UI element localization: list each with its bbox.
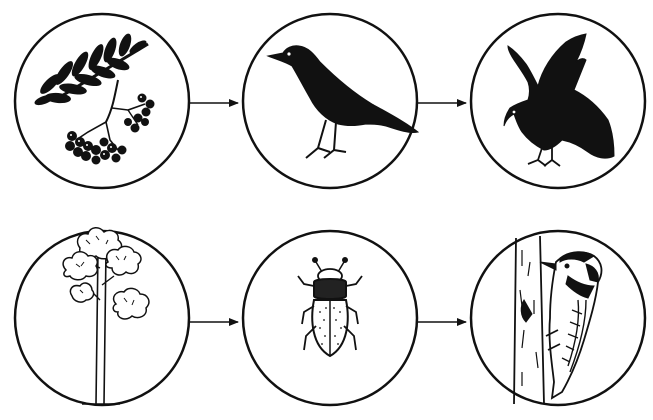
food-chain-1 xyxy=(15,14,645,188)
chain-1-node-thrush xyxy=(243,14,418,188)
chain-2-node-pine xyxy=(15,228,189,405)
chain-2-node-woodpecker xyxy=(471,231,645,405)
chain-1-node-hawk xyxy=(471,14,645,188)
chain-1-node-rowan xyxy=(15,14,189,188)
chain-2-node-beetle xyxy=(243,231,417,405)
food-chain-2 xyxy=(15,228,645,405)
